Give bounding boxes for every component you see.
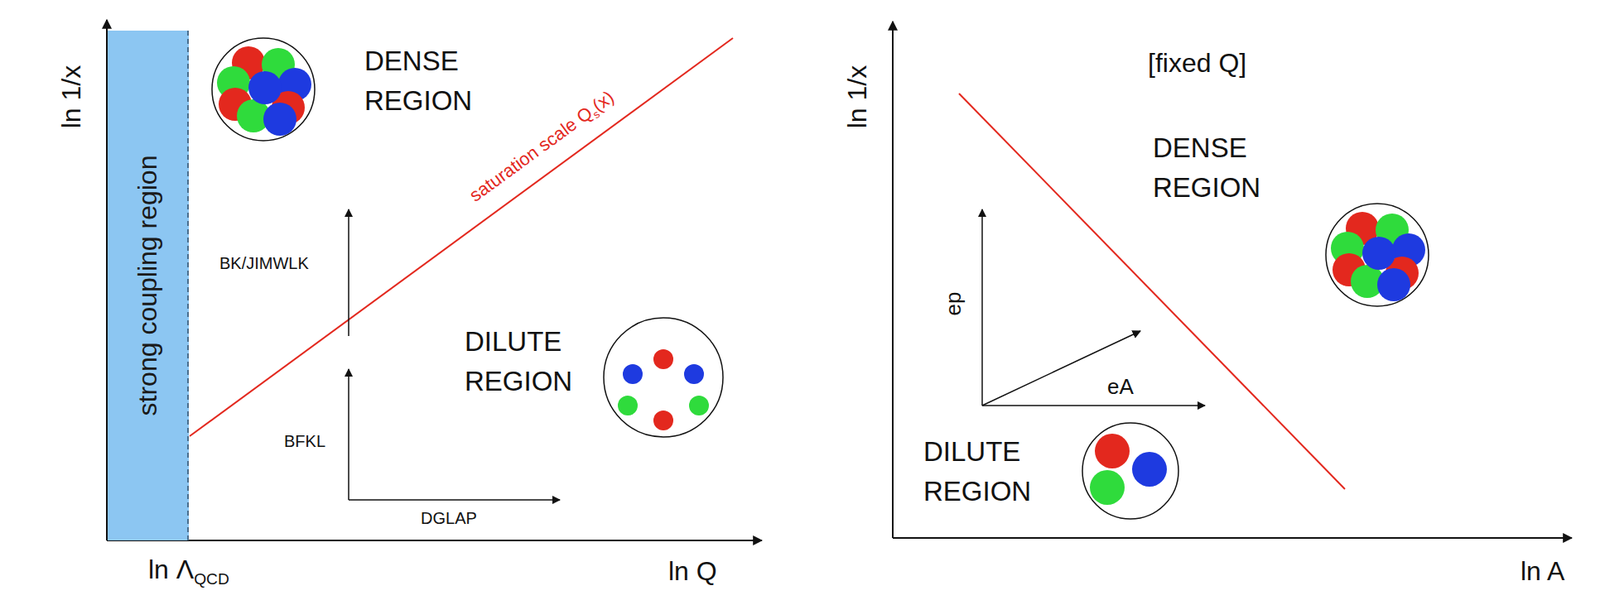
region-label: DILUTE REGION	[923, 436, 1032, 507]
parton-green	[617, 395, 638, 416]
axis-label: ln 1/x	[55, 65, 87, 129]
bfkl-arrow	[347, 369, 350, 501]
parton-red	[653, 349, 674, 370]
ep-arrow	[981, 209, 984, 406]
evolution-label: DGLAP	[420, 509, 478, 528]
axis-label: ln A	[1520, 555, 1565, 588]
ea-arrow	[982, 404, 1205, 407]
axis-label: ln Q	[668, 556, 718, 587]
dense-nucleus	[1325, 203, 1429, 307]
x-axis	[106, 539, 762, 542]
dilute-proton	[1082, 423, 1179, 520]
parton-red	[653, 410, 674, 431]
region-label: DILUTE REGION	[923, 432, 1032, 512]
parton-blue	[1362, 236, 1396, 270]
process-label: ep	[940, 292, 967, 317]
process-label: eA	[1107, 374, 1134, 400]
evolution-label: DGLAP	[420, 508, 478, 529]
region-label: DENSE REGION	[364, 41, 473, 121]
evolution-label: BK/JIMWLK	[219, 254, 309, 273]
axis-tick-label: ln ΛQCD	[148, 554, 230, 589]
dglap-arrow	[348, 499, 560, 502]
note-label: [fixed Q]	[1147, 47, 1247, 79]
parton-green	[1089, 470, 1125, 506]
evolution-label: BFKL	[284, 431, 326, 452]
region-label: DILUTE REGION	[464, 322, 573, 402]
dense-nucleon	[212, 38, 315, 141]
axis-label: ln 1/x	[56, 65, 87, 129]
parton-green	[689, 395, 709, 416]
evolution-label: BK/JIMWLK	[219, 253, 309, 274]
diagonal-arrow	[982, 331, 1141, 406]
axis-label: ln A	[1520, 556, 1565, 587]
dilute-nucleon	[603, 318, 723, 438]
region-label: DENSE REGION	[364, 45, 473, 116]
axis-label: ln 1/x	[842, 65, 873, 129]
process-label: eA	[1107, 374, 1134, 400]
parton-blue	[1132, 452, 1167, 487]
region-label: DENSE REGION	[1152, 128, 1261, 208]
axis-label: ln 1/x	[841, 65, 873, 129]
evolution-label: BFKL	[284, 432, 326, 451]
bk-jimwlk-arrow	[347, 209, 350, 337]
parton-red	[1094, 433, 1130, 469]
process-label: ep	[940, 292, 966, 317]
parton-blue	[263, 102, 297, 136]
note-label: [fixed Q]	[1147, 48, 1247, 78]
band-label: strong coupling region	[132, 155, 164, 417]
parton-blue	[622, 364, 643, 385]
region-label: DILUTE REGION	[464, 326, 573, 397]
x-axis	[892, 537, 1572, 540]
axis-tick-label: ln Λ	[148, 554, 194, 585]
parton-blue	[248, 71, 282, 105]
region-label: DENSE REGION	[1152, 132, 1261, 203]
parton-blue	[684, 364, 704, 385]
saturation-label: saturation scale Q	[465, 102, 597, 207]
axis-label: ln Q	[668, 555, 718, 588]
saturation-label: saturation scale Qs(x)	[465, 86, 620, 209]
subscript: QCD	[193, 570, 230, 588]
coupling-band: strong coupling region	[107, 30, 189, 541]
y-axis	[891, 21, 894, 539]
saturation-line	[189, 38, 733, 437]
parton-blue	[1377, 268, 1411, 302]
